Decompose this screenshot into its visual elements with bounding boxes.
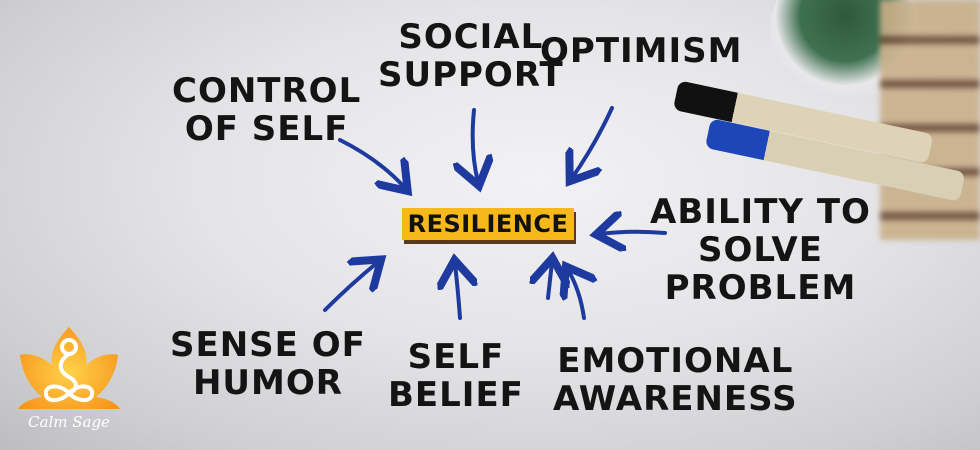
arrow-emotional-2 bbox=[568, 270, 584, 320]
lotus-meditation-icon bbox=[18, 327, 120, 409]
arrow-control-of-self bbox=[338, 138, 405, 188]
factor-optimism: OPTIMISM bbox=[540, 31, 743, 71]
arrow-sense-of-humor bbox=[323, 262, 378, 312]
factor-social-support: SOCIAL SUPPORT bbox=[378, 17, 564, 95]
arrow-emotional-1 bbox=[548, 262, 552, 300]
arrow-ability bbox=[600, 232, 667, 234]
factor-ability-to-solve-problem: ABILITY TO SOLVE PROBLEM bbox=[650, 192, 871, 308]
arrow-self-belief bbox=[455, 264, 460, 320]
logo-text: Calm Sage bbox=[28, 413, 110, 431]
arrow-optimism bbox=[572, 106, 614, 178]
factor-emotional-awareness: EMOTIONAL AWARENESS bbox=[553, 341, 798, 419]
factor-self-belief: SELF BELIEF bbox=[388, 337, 524, 415]
calm-sage-logo: Calm Sage bbox=[14, 325, 124, 437]
factor-sense-of-humor: SENSE OF HUMOR bbox=[170, 325, 366, 403]
arrow-social-support bbox=[473, 108, 478, 182]
factor-control-of-self: CONTROL OF SELF bbox=[172, 71, 362, 149]
wooden-pencil-cup-decoration bbox=[880, 0, 980, 240]
resilience-tag: RESILIENCE bbox=[402, 208, 574, 240]
